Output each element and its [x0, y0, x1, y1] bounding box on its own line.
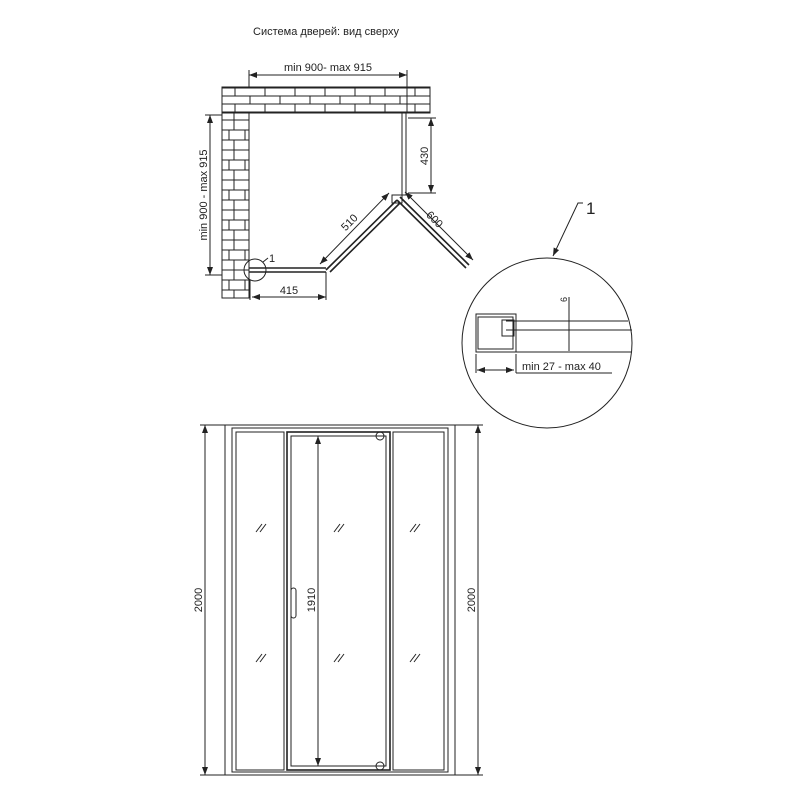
right-fixed-panel — [392, 431, 445, 771]
detail-marker-circle — [243, 258, 267, 282]
door-right-dimension: 600 — [423, 209, 444, 230]
height-right-dimension: 2000 — [466, 588, 478, 612]
detail-circle — [461, 257, 633, 429]
depth-dimension: min 900 - max 915 — [198, 149, 210, 240]
drawing-title: Система дверей: вид сверху — [253, 26, 399, 38]
front-view: 2000 2000 1910 — [193, 424, 483, 776]
detail-view: 1 6 min 27 - max 40 — [461, 199, 633, 429]
detail-leader-arrow — [552, 202, 583, 257]
width-dimension: min 900- max 915 — [284, 62, 372, 74]
height-left-dimension: 2000 — [193, 588, 205, 612]
door-frame — [286, 431, 391, 771]
top-hinge — [375, 431, 385, 441]
door-handle — [290, 587, 297, 619]
fixed-side-dimension: 430 — [419, 147, 431, 165]
bottom-fixed-dimension: 415 — [280, 285, 298, 297]
detail-label: 1 — [586, 199, 595, 218]
top-wall — [221, 86, 431, 114]
left-wall — [221, 112, 250, 299]
detail-marker-label: 1 — [269, 253, 275, 265]
door-panel-left — [325, 199, 401, 273]
glass-hatch-marks — [255, 523, 421, 663]
door-height-dimension: 1910 — [306, 588, 318, 612]
bottom-hinge — [375, 761, 385, 771]
bottom-fixed-panel — [249, 267, 326, 273]
glass-thickness: 6 — [559, 297, 569, 302]
door-left-dimension: 510 — [339, 212, 360, 233]
hinge — [391, 194, 403, 204]
profile-dimension: min 27 - max 40 — [522, 361, 601, 373]
top-view: 1 min 900- max 915 min 900 - max 915 430… — [198, 62, 474, 300]
left-fixed-panel — [235, 431, 285, 771]
fixed-side-panel — [401, 112, 407, 196]
door-panel-right — [396, 196, 470, 269]
